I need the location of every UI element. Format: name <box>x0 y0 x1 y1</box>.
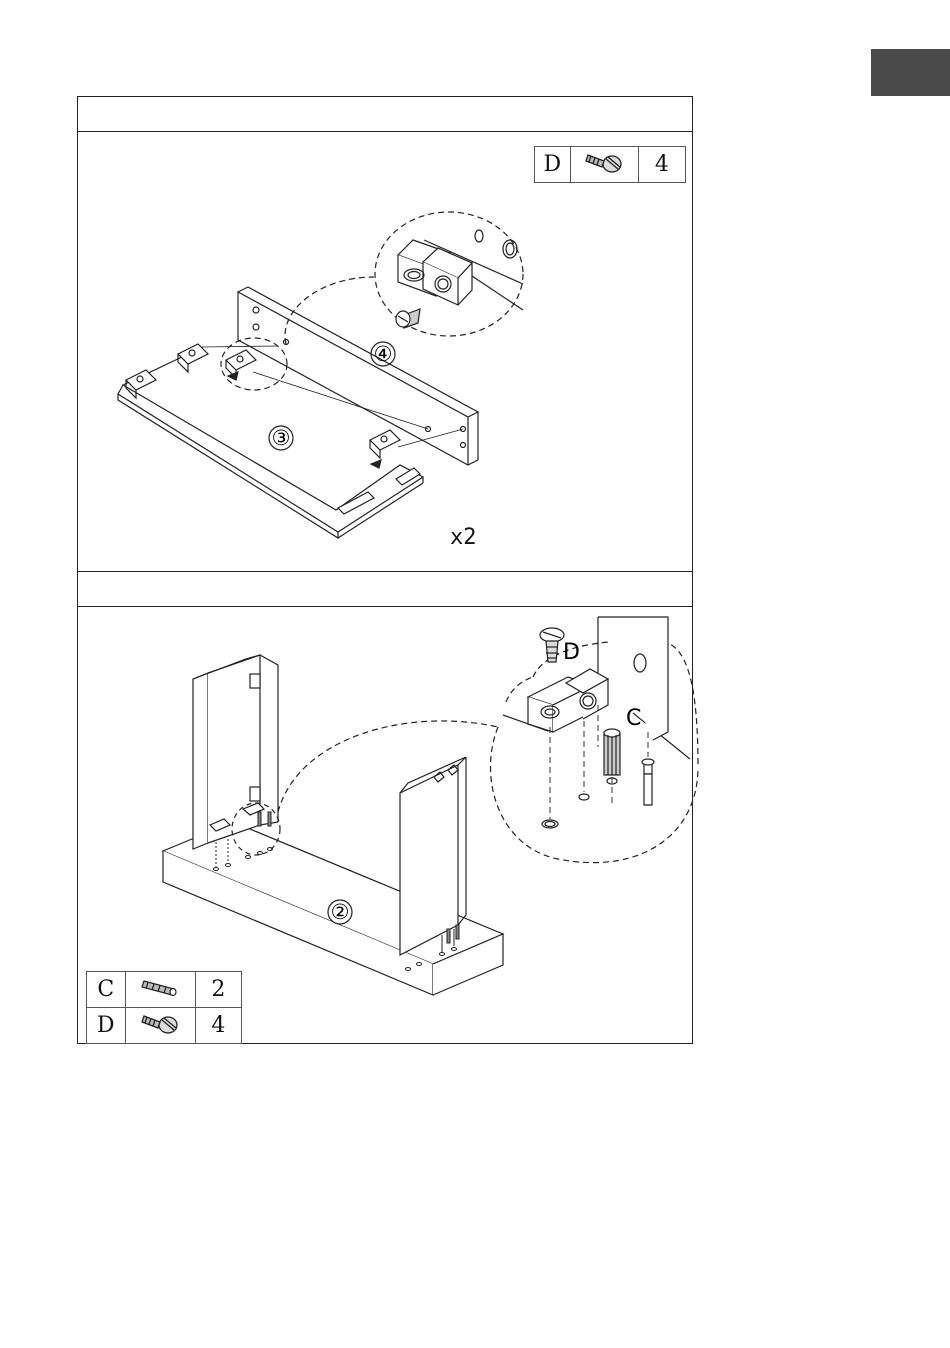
language-section-tab <box>871 49 950 96</box>
part-number-2: ② <box>331 900 350 924</box>
quantity-multiplier: x2 <box>450 525 477 550</box>
part-number-4: ④ <box>374 342 393 366</box>
step-1-body: D 4 <box>78 132 692 571</box>
screw-icon <box>125 1008 195 1044</box>
part-qty: 4 <box>195 1008 241 1044</box>
parts-row: D 4 <box>87 1008 242 1044</box>
assembly-step-1: D 4 <box>77 96 693 572</box>
step-2-header <box>78 572 692 607</box>
step-1-header <box>78 97 692 132</box>
assembly-step-2: D C ② C <box>77 571 693 1044</box>
wooden-dowel-icon <box>125 972 195 1008</box>
parts-row: C 2 <box>87 972 242 1008</box>
detail-label-dowel: C <box>626 706 641 731</box>
part-number-3: ③ <box>272 426 291 450</box>
step-2-body: D C ② C <box>78 607 692 1043</box>
part-code: C <box>87 972 126 1008</box>
step-1-illustration: ④ ③ <box>78 132 692 569</box>
detail-label-screw: D <box>563 640 580 665</box>
part-code: D <box>87 1008 126 1044</box>
step-2-parts-table: C 2 D <box>86 971 242 1044</box>
part-qty: 2 <box>195 972 241 1008</box>
